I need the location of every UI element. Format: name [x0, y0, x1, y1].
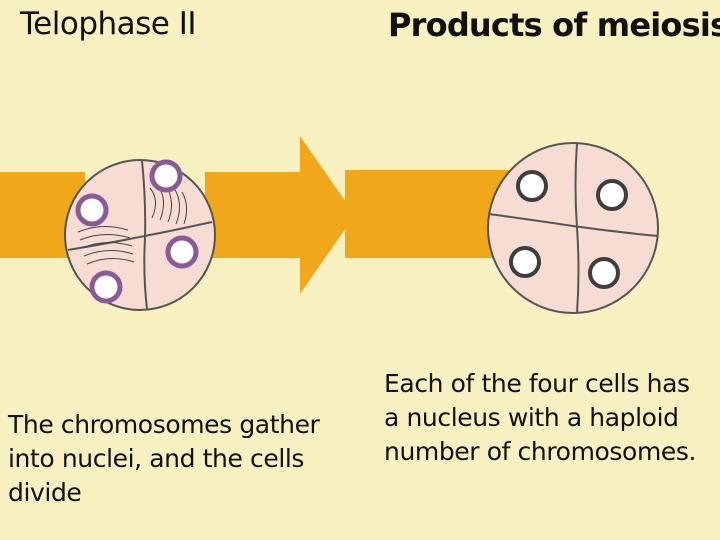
product-nucleus-2: [596, 179, 628, 211]
products-title: Products of meiosis: [388, 6, 720, 44]
telophase-caption: The chromosomes gather into nuclei, and …: [8, 408, 320, 510]
center-arrow: [205, 136, 355, 294]
progression-arrow: [0, 136, 515, 294]
products-caption: Each of the four cells has a nucleus wit…: [384, 367, 696, 469]
telophase-cell: [64, 159, 216, 311]
products-caption-line: number of chromosomes.: [384, 437, 697, 466]
product-nucleus-4: [588, 257, 620, 289]
nucleus-3: [149, 159, 183, 193]
cleavage-furrow-vertical: [141, 160, 148, 310]
telophase-cell-membrane: [64, 159, 216, 311]
telophase-caption-line: divide: [8, 478, 82, 507]
products-caption-line: Each of the four cells has: [384, 369, 690, 398]
nucleus-4: [165, 235, 199, 269]
product-cell-membrane: [487, 142, 659, 314]
product-division-vertical: [574, 142, 580, 314]
product-nuclei: [509, 170, 628, 289]
spindle-fibers-left: [77, 226, 135, 265]
product-nucleus-1: [516, 170, 548, 202]
product-division-horizontal: [488, 213, 659, 237]
telophase-caption-line: into nuclei, and the cells: [8, 444, 305, 473]
product-cells: [487, 142, 659, 314]
products-caption-line: a nucleus with a haploid: [384, 403, 679, 432]
nucleus-2: [89, 270, 123, 304]
telophase-caption-line: The chromosomes gather: [8, 410, 320, 439]
telophase-nuclei: [75, 159, 199, 304]
right-arrow-band: [345, 170, 515, 258]
telophase-title: Telophase II: [20, 6, 197, 42]
product-nucleus-3: [509, 246, 541, 278]
nucleus-1: [75, 193, 109, 227]
